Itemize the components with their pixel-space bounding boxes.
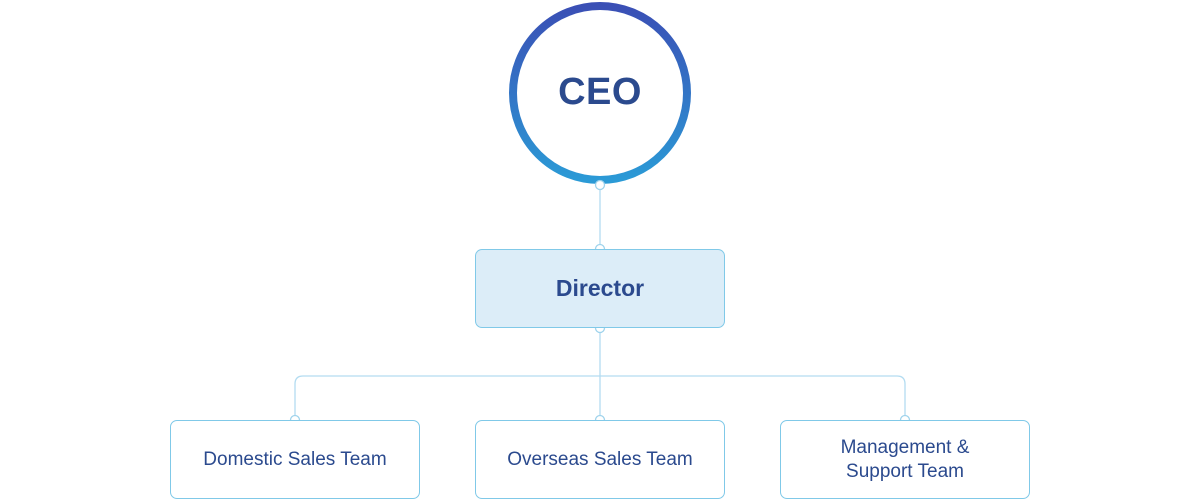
ceo-node: CEO <box>510 2 690 182</box>
ceo-label: CEO <box>558 70 642 113</box>
connector-dot <box>594 179 606 191</box>
director-node: Director <box>475 249 725 328</box>
director-label: Director <box>555 275 645 301</box>
team-label: Management & Support Team <box>840 436 970 482</box>
team-label: Domestic Sales Team <box>203 448 387 470</box>
team-node-management-support: Management & Support Team <box>780 420 1030 499</box>
team-node-domestic-sales: Domestic Sales Team <box>170 420 420 499</box>
team-node-overseas-sales: Overseas Sales Team <box>475 420 725 499</box>
connector-team-branch <box>294 375 906 420</box>
team-label: Overseas Sales Team <box>507 448 693 470</box>
